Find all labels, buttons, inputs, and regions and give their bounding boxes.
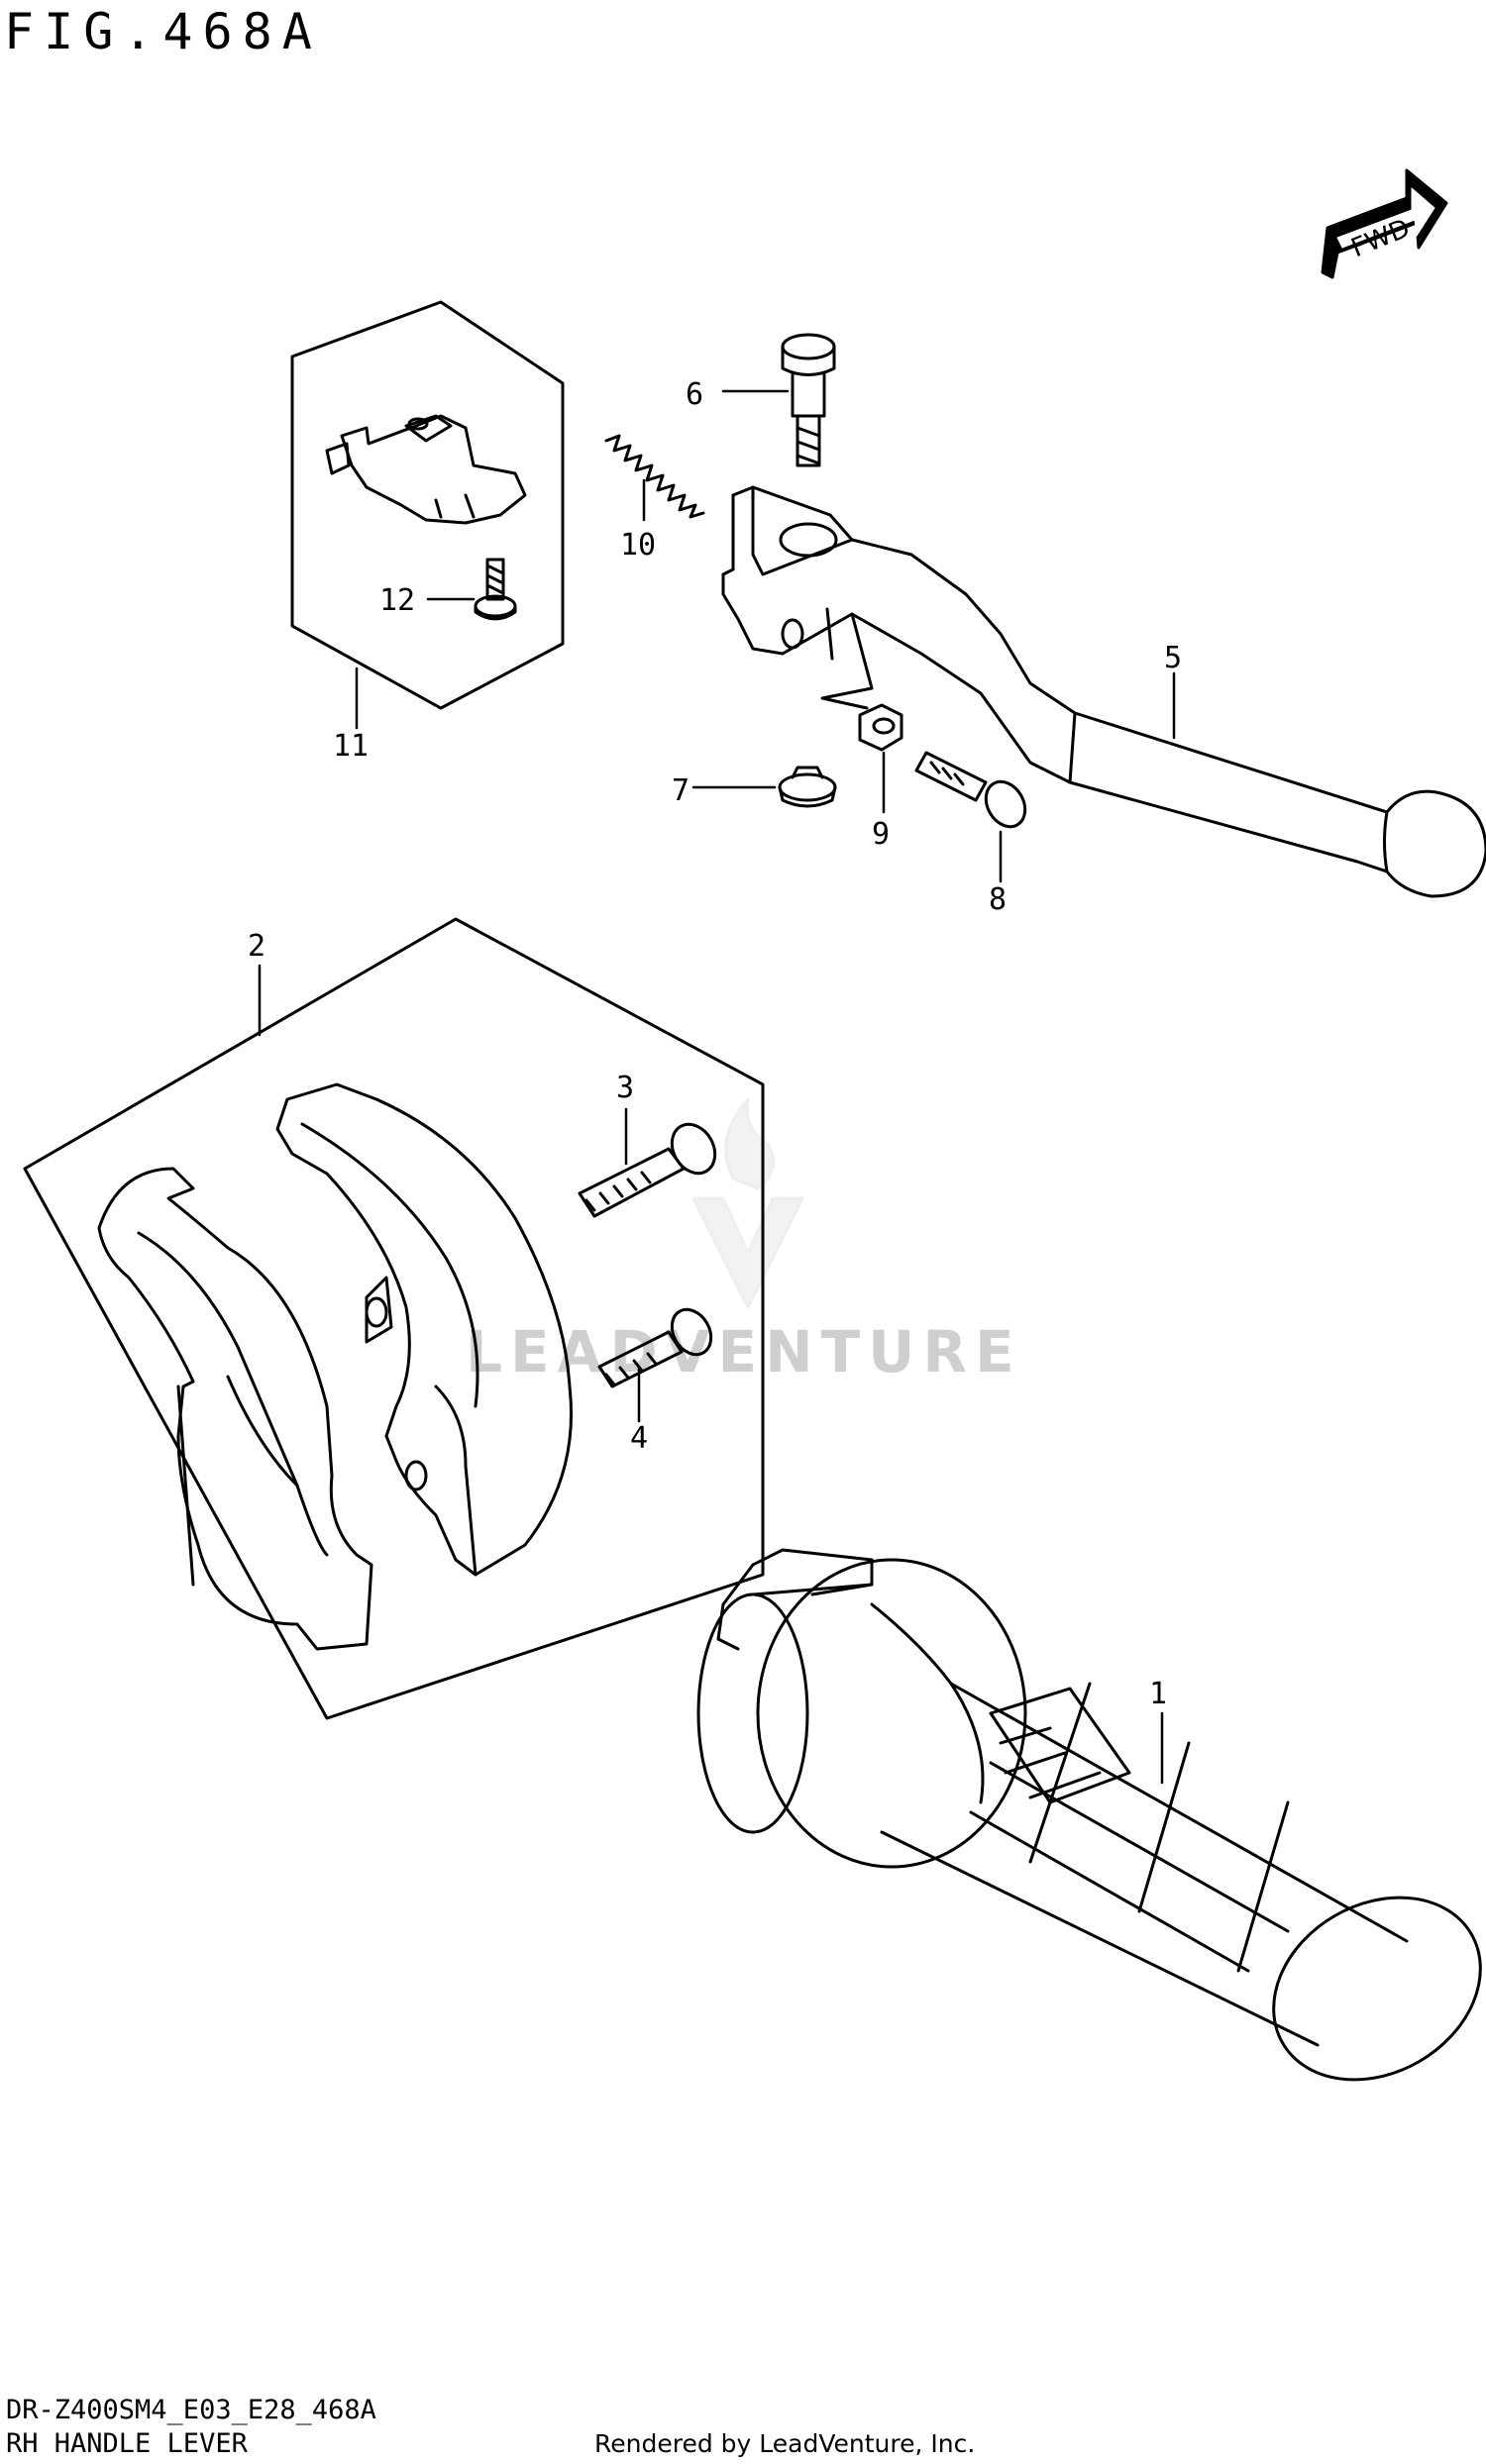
part-5-brake-lever	[721, 485, 1486, 898]
watermark-text: LEADVENTURE	[466, 1318, 1022, 1386]
callout-labels: 1 2 3 4 5 6 7 8 9 10 11 12	[248, 377, 1182, 1711]
figure-title: FIG.468A	[4, 3, 322, 60]
part-11-switch-kit	[290, 300, 565, 710]
callout-10: 10	[620, 528, 656, 563]
callout-9: 9	[872, 817, 890, 852]
part-7-flange-nut	[778, 766, 837, 808]
callout-8: 8	[989, 882, 1007, 917]
part-9-nut	[858, 703, 903, 752]
callout-7: 7	[672, 773, 690, 808]
callout-11: 11	[333, 729, 369, 764]
render-credit: Rendered by LeadVenture, Inc.	[594, 2429, 976, 2458]
callout-4: 4	[630, 1421, 648, 1456]
watermark	[691, 1097, 804, 1309]
model-code: DR-Z400SM4_E03_E28_468A	[6, 2395, 376, 2425]
callout-2: 2	[248, 929, 265, 964]
part-8-bolt	[914, 751, 1027, 829]
callout-12: 12	[379, 583, 415, 618]
part-10-spring	[604, 434, 705, 519]
callout-3: 3	[616, 1071, 634, 1105]
leader-lines	[258, 389, 1176, 1785]
callout-1: 1	[1149, 1677, 1167, 1711]
part-3-screw	[578, 1122, 717, 1218]
callout-5: 5	[1164, 641, 1182, 675]
section-name: RH HANDLE LEVER	[6, 2428, 248, 2459]
part-1-handle-grip	[696, 1548, 1482, 2082]
part-2-switch-housing	[23, 917, 765, 1720]
callout-6: 6	[686, 377, 703, 412]
fwd-arrow-icon: FWD	[1321, 168, 1448, 279]
part-4-screw	[597, 1307, 713, 1388]
part-6-pivot-bolt	[781, 333, 836, 467]
